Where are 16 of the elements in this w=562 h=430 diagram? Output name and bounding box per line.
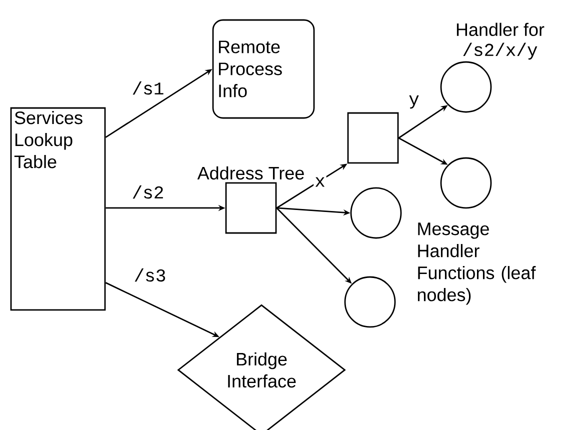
tree-node-box: Address Tree (197, 166, 304, 234)
handler-circle (350, 187, 402, 239)
tree-node-box (347, 112, 399, 164)
edge-label: /s3 (132, 267, 168, 283)
edge-label: /s1 (130, 80, 166, 96)
edge-label: x (314, 176, 326, 188)
node-label: /s2/x/y (463, 42, 538, 60)
edge-label: /s2 (130, 184, 166, 200)
lookup-table-box: Services Lookup Table (10, 107, 106, 311)
node-label: Handler for (456, 22, 544, 36)
edge-label: y (408, 94, 420, 110)
handler-circle (440, 157, 492, 209)
group-caption: Message Handler Functions (leaf nodes) (418, 222, 536, 305)
handler-circle (344, 276, 396, 328)
process-box: Remote Process Info (212, 19, 315, 119)
node-label: Address Tree (197, 166, 304, 180)
